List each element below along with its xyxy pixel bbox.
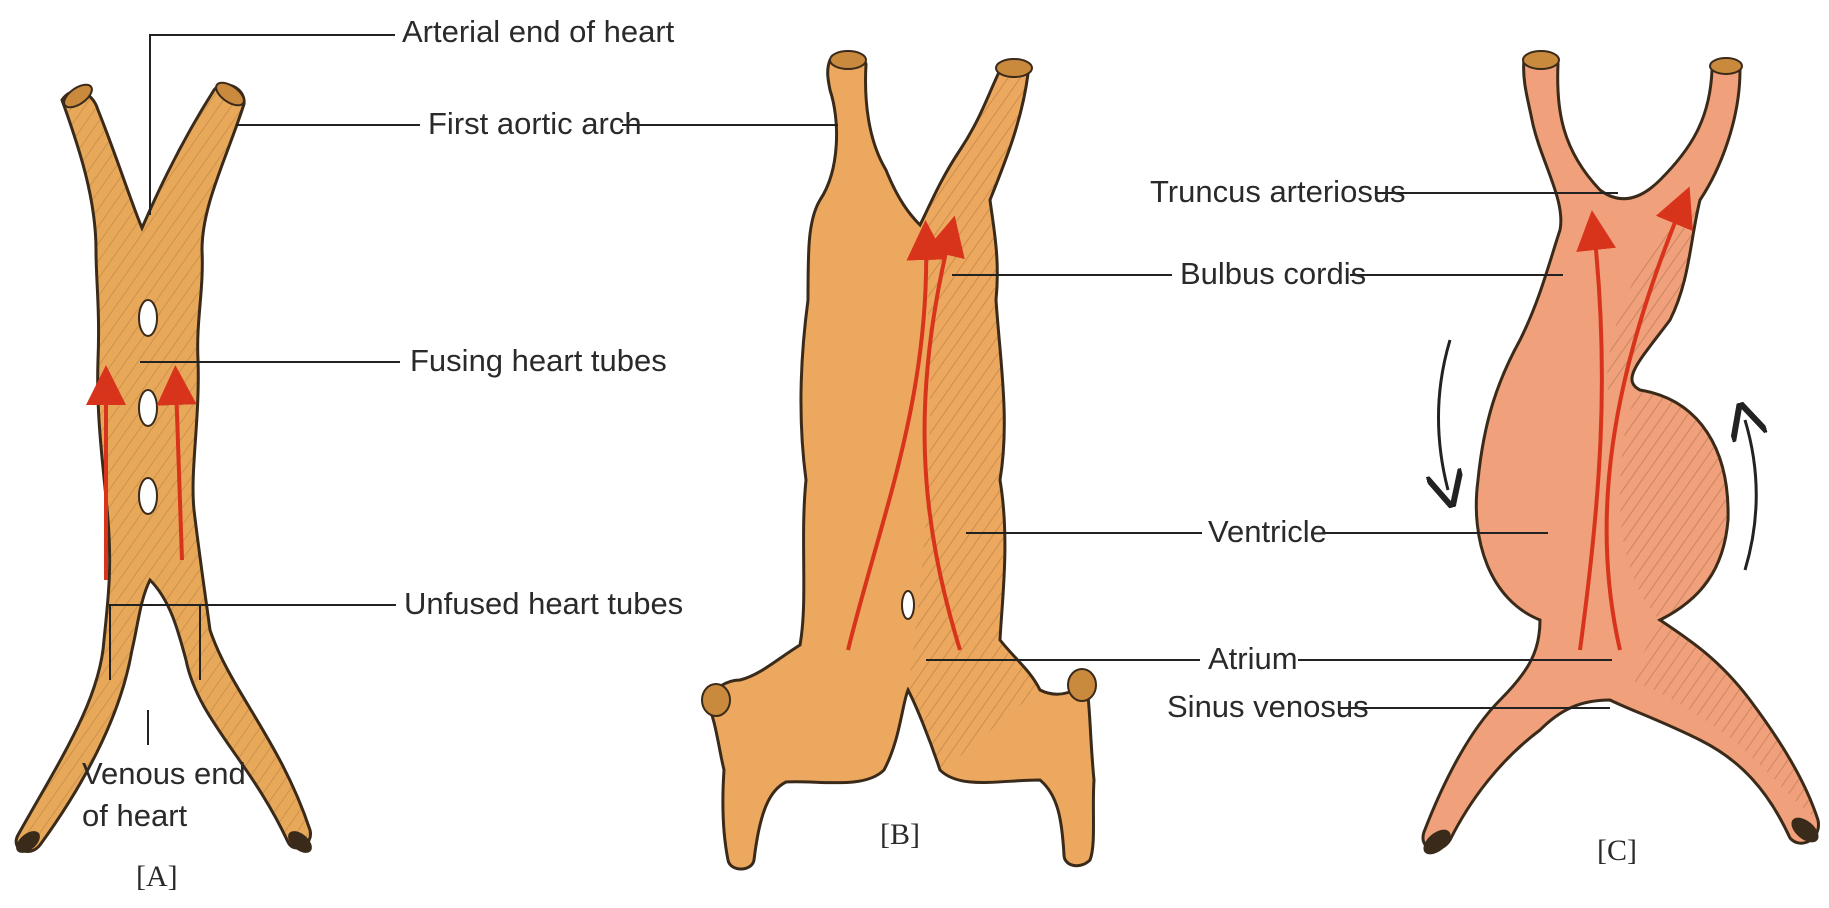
figure-a [12,35,420,857]
label-arterial-end: Arterial end of heart [402,16,674,47]
caption-a: [A] [136,862,178,892]
figure-b [702,51,1096,869]
inflow-opening-left-b [702,684,730,716]
tube-gap-1 [139,300,157,336]
rotation-arrow-left [1438,340,1450,490]
tube-gap-2 [139,390,157,426]
outflow-opening-right-b [996,59,1032,77]
leader-unfused-left [110,605,396,680]
label-ventricle: Ventricle [1208,516,1327,547]
tube-gap-3 [139,478,157,514]
inflow-opening-right-b [1068,669,1096,701]
outflow-opening-left-b [830,51,866,69]
sinus-gap-b [902,591,914,619]
figure-c [1419,51,1823,859]
caption-b: [B] [880,820,920,850]
label-atrium: Atrium [1208,643,1298,674]
hatch-overlay-a [16,85,310,852]
outflow-opening-left-c [1523,51,1559,69]
label-venous-end-line2: of heart [82,800,187,831]
label-fusing-tubes: Fusing heart tubes [410,345,667,376]
label-sinus: Sinus venosus [1167,691,1369,722]
label-venous-end-line1: Venous end [82,758,246,789]
label-truncus: Truncus arteriosus [1150,176,1406,207]
label-bulbus: Bulbus cordis [1180,258,1366,289]
label-unfused-tubes: Unfused heart tubes [404,588,683,619]
rotation-arrow-right [1745,420,1756,570]
label-first-aortic-arch: First aortic arch [428,108,642,139]
caption-c: [C] [1597,836,1637,866]
outflow-opening-right-c [1710,58,1742,74]
